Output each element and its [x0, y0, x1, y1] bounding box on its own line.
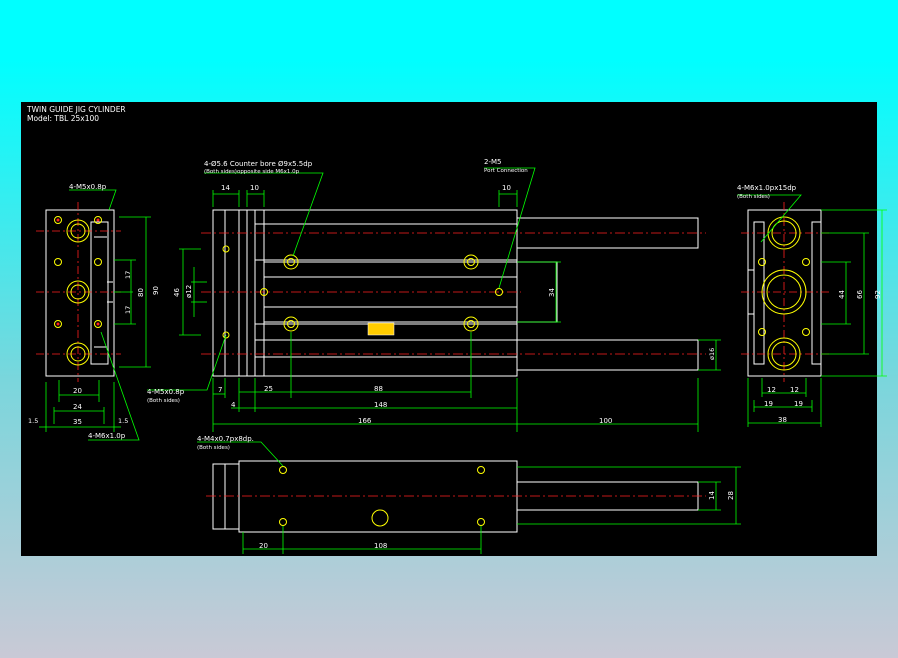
dim-90: 90 [152, 286, 160, 295]
front-note-side-sub: (Both sides) [147, 398, 180, 404]
dim-38: 38 [778, 416, 787, 424]
dim-34: 34 [548, 288, 556, 297]
dim-20: 20 [73, 387, 82, 395]
nameplate [367, 322, 395, 336]
dim-44: 44 [838, 290, 846, 299]
front-note-side: 4-M5x0.8p [147, 388, 185, 396]
bottom-note-m4: 4-M4x0.7px8dp. [197, 435, 254, 443]
dim-17-bottom: 17 [124, 306, 132, 314]
dim-19-left: 19 [764, 400, 773, 408]
front-note-counterbore: 4-Ø5.6 Counter bore Ø9x5.5dp [204, 160, 313, 168]
dim-12-left: 12 [767, 386, 776, 394]
front-view-dimensions [147, 167, 721, 432]
front-view-holes [222, 245, 503, 339]
front-note-port-sub: Port Connection [484, 168, 528, 174]
dim-35: 35 [73, 418, 82, 426]
dim-166: 166 [358, 417, 372, 425]
right-end-centerlines [741, 202, 829, 382]
dim-25: 25 [264, 385, 273, 393]
dim-b20: 20 [259, 542, 268, 550]
front-note-port: 2-M5 [484, 158, 501, 166]
bottom-note-sub: (Both sides) [197, 445, 230, 451]
dim-19-right: 19 [794, 400, 803, 408]
bottom-view-holes [279, 466, 485, 527]
dim-d16: ø16 [708, 348, 716, 360]
dim-top-14: 14 [221, 184, 230, 192]
dim-4: 4 [231, 401, 236, 409]
dim-46: 46 [173, 288, 181, 297]
dim-b28: 28 [727, 491, 735, 500]
dim-1.5-left: 1.5 [28, 417, 38, 425]
dim-66: 66 [856, 290, 864, 299]
cad-drawing-canvas: TWIN GUIDE JIG CYLINDER Model: TBL 25x10… [21, 102, 887, 556]
left-note-m5: 4-M5x0.8p [69, 183, 107, 191]
front-view-centerlines [201, 232, 706, 355]
dim-88: 88 [374, 385, 383, 393]
drawing-model: Model: TBL 25x100 [27, 114, 99, 123]
dim-24: 24 [73, 403, 82, 411]
dim-top-10b: 10 [502, 184, 511, 192]
left-end-view [45, 209, 115, 377]
dim-b14: 14 [708, 491, 716, 500]
front-view-body [212, 209, 699, 377]
dim-148: 148 [374, 401, 387, 409]
dim-d12: ø12 [185, 285, 193, 298]
left-end-dimensions [39, 189, 151, 441]
left-note-m6: 4-M6x1.0p [88, 432, 126, 440]
dim-80: 80 [137, 288, 145, 297]
drawing-title: TWIN GUIDE JIG CYLINDER [26, 105, 126, 114]
dim-top-10a: 10 [250, 184, 259, 192]
cad-drawing: TWIN GUIDE JIG CYLINDER Model: TBL 25x10… [26, 105, 887, 554]
right-note-sub: (Both sides) [737, 194, 770, 200]
right-end-view [747, 209, 822, 377]
dim-b108: 108 [374, 542, 387, 550]
right-end-dimensions [737, 194, 887, 427]
bottom-view-dimensions [197, 441, 741, 554]
front-note-counterbore-sub: (Both sides)opposite side M6x1.0p [204, 169, 300, 175]
left-end-holes [54, 216, 102, 366]
dim-1.5-right: 1.5 [118, 417, 128, 425]
dim-12-right: 12 [790, 386, 799, 394]
dim-92: 92 [874, 290, 882, 299]
dim-100: 100 [599, 417, 612, 425]
dim-17-top: 17 [124, 271, 132, 279]
right-note-m6: 4-M6x1.0px15dp [737, 184, 797, 192]
right-end-holes [758, 216, 810, 371]
left-end-centerlines [36, 202, 121, 382]
dim-7: 7 [218, 386, 222, 394]
